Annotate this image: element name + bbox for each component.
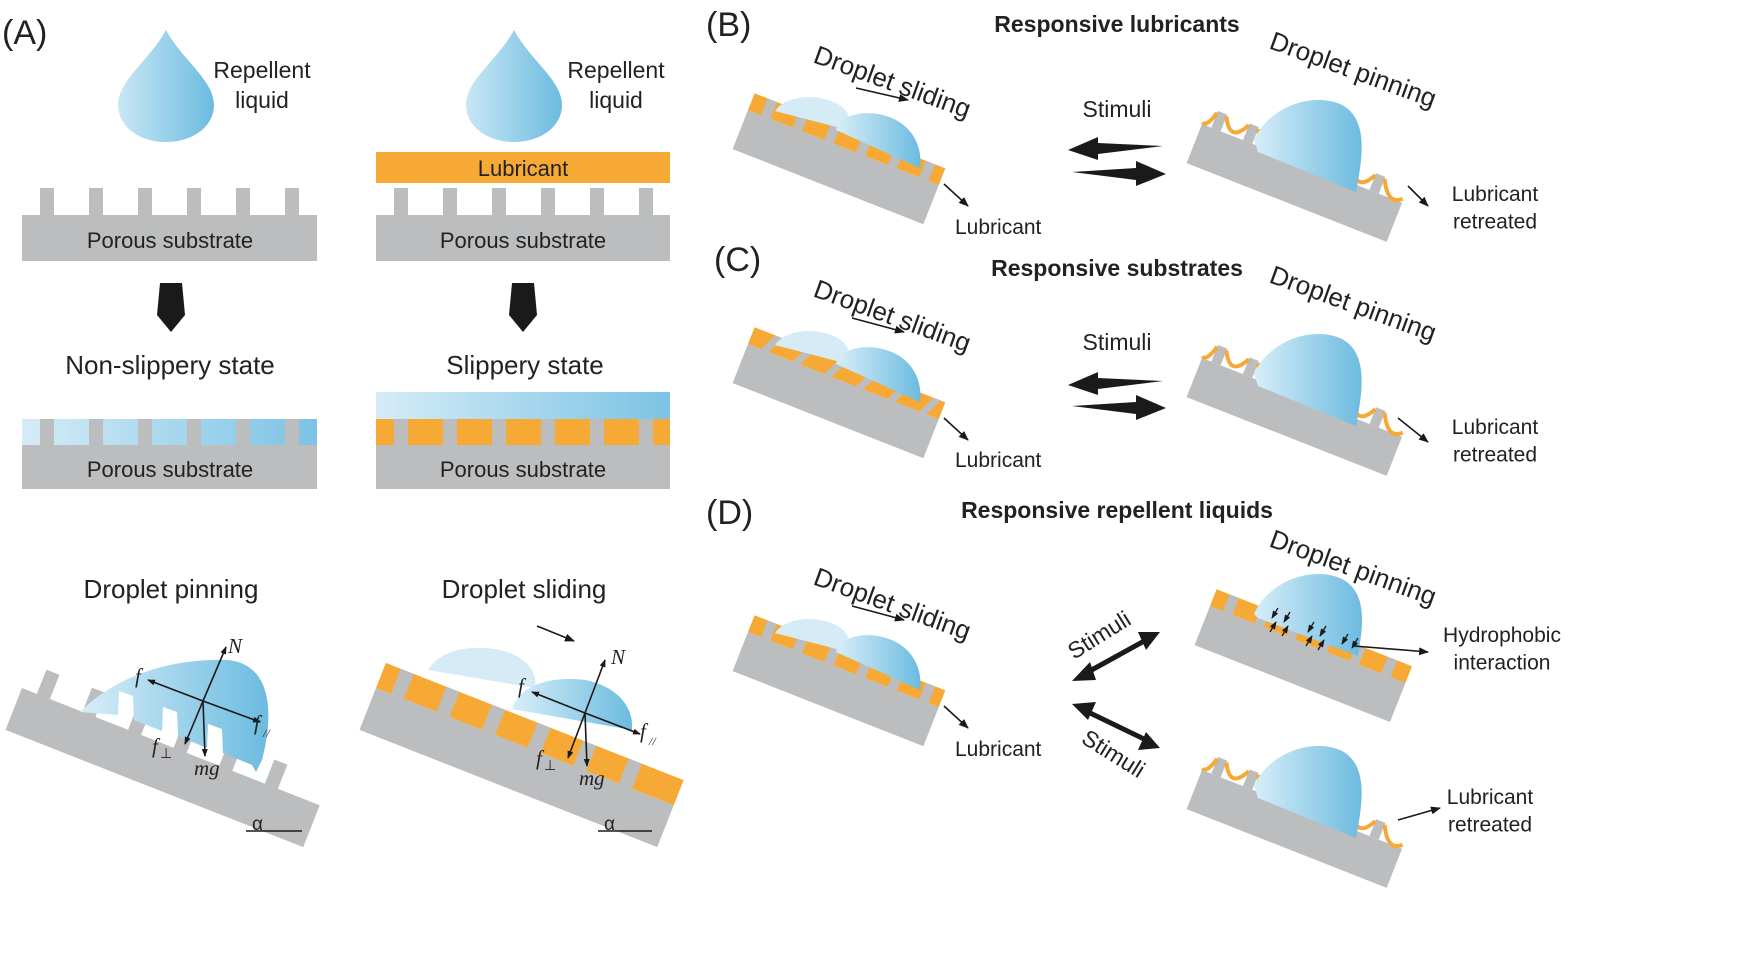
panel-b-stimuli-label: Stimuli (1082, 96, 1151, 122)
panel-b-arrow-left (1068, 137, 1163, 160)
panel-b-arrow-right (1072, 161, 1166, 186)
alpha-label-slide: α (604, 814, 615, 835)
panel-d-droplet (836, 635, 921, 690)
pinning-droplet (80, 659, 269, 772)
sliding-direction-arrow-a (536, 625, 575, 642)
panel-d-lubricant-pointer (943, 705, 969, 729)
panel-d-pinned-droplet (1254, 574, 1363, 656)
panel-c-lubricant-label: Lubricant (955, 449, 1042, 472)
panel-d-stimuli-bottom: Stimuli (1077, 724, 1149, 783)
panel-d-stimuli-top: Stimuli (1063, 606, 1135, 665)
repellent-droplet-left (118, 30, 214, 142)
down-arrow-right (509, 283, 537, 332)
panel-d-double-arrow-top (1072, 632, 1160, 681)
lubricant-layer (376, 152, 670, 183)
panel-c-arrow-right (1072, 395, 1166, 420)
panel-c-droplet (836, 347, 921, 402)
panel-c-lubricant-pointer (943, 417, 969, 441)
force-fpar-sub-slide: // (648, 734, 657, 748)
panel-b-lubricant-pointer (943, 183, 969, 207)
panel-b-slide-arrow (855, 87, 909, 102)
lubricant-layer-label: Lubricant (478, 156, 569, 181)
panel-b-droplet-ghost (775, 96, 850, 130)
sliding-droplet-ghost (428, 647, 536, 688)
panel-c-title: Responsive substrates (991, 255, 1243, 281)
force-N-slide: N (610, 645, 626, 669)
droplet-pinning-label-a: Droplet pinning (84, 574, 259, 604)
pinning-force-vectors (147, 646, 261, 757)
force-mg-pin: mg (194, 756, 220, 780)
panel-d: (D) Responsive repellent liquids Droplet… (706, 494, 1561, 888)
panel-b-label: (B) (706, 6, 751, 44)
panel-c: (C) Responsive substrates Droplet slidin… (714, 241, 1538, 476)
droplet-sliding-label-a: Droplet sliding (442, 574, 607, 604)
force-fpar-pin: f (254, 711, 263, 735)
panel-d-double-arrow-bottom (1072, 702, 1160, 750)
force-fpar-sub-pin: // (262, 726, 271, 740)
panel-a-label: (A) (2, 14, 47, 52)
panel-d-hydrophobic-arrows (1269, 607, 1359, 651)
panel-c-pinned-droplet (1254, 334, 1362, 426)
porous-substrate-label-2: Porous substrate (87, 457, 253, 482)
panel-b-pinned-droplet (1254, 100, 1362, 192)
panel-d-pinned-droplet-bottom (1254, 746, 1362, 838)
panel-d-label: (D) (706, 494, 753, 532)
porous-substrate-left (22, 188, 317, 261)
force-fperp-pin: f (152, 734, 161, 758)
force-fperp-slide: f (536, 746, 545, 770)
panel-c-slide-arrow (851, 317, 905, 334)
sliding-force-vectors (531, 659, 641, 767)
non-slippery-surface (22, 419, 317, 489)
force-N-pin: N (227, 634, 243, 658)
down-arrow-left (157, 283, 185, 332)
panel-d-droplet-ghost (775, 618, 850, 652)
panel-d-lubricant-label: Lubricant (955, 738, 1042, 761)
porous-substrate-right (376, 188, 670, 261)
panel-c-retreated-pointer (1397, 417, 1429, 443)
slippery-state-label: Slippery state (446, 350, 604, 380)
force-mg-slide: mg (579, 766, 605, 790)
porous-substrate-label-1: Porous substrate (87, 228, 253, 253)
force-f-slide: f (518, 674, 527, 698)
panel-d-title: Responsive repellent liquids (961, 497, 1273, 523)
panel-b-retreated-pointer (1407, 185, 1429, 207)
panel-d-hydrophobic-pointer (1353, 645, 1429, 656)
angle-alpha-slide: α (598, 814, 652, 835)
porous-substrate-label-4: Porous substrate (440, 457, 606, 482)
slippery-surface (376, 392, 670, 489)
panel-b-lubricant-label: Lubricant (955, 216, 1042, 239)
panel-c-arrow-left (1068, 372, 1163, 395)
panel-d-slide-arrow (851, 605, 905, 622)
panel-b-title: Responsive lubricants (994, 11, 1239, 37)
panel-c-stimuli-label: Stimuli (1082, 329, 1151, 355)
panel-d-retreated-pointer (1397, 806, 1441, 821)
force-fpar-slide: f (640, 719, 649, 743)
sliding-droplet (512, 679, 633, 730)
panel-c-droplet-pinning: Droplet pinning (1266, 259, 1441, 347)
force-fperp-sub-slide: ⊥ (544, 757, 556, 773)
non-slippery-state-label: Non-slippery state (65, 350, 275, 380)
porous-substrate-label-3: Porous substrate (440, 228, 606, 253)
panel-b: (B) Responsive lubricants Droplet slidin… (706, 6, 1538, 242)
repellent-droplet-right (466, 30, 562, 142)
force-f-pin: f (135, 664, 144, 688)
panel-c-label: (C) (714, 241, 761, 279)
panel-c-droplet-ghost (775, 330, 850, 364)
angle-alpha-pin: α (246, 814, 302, 835)
force-fperp-sub-pin: ⊥ (160, 745, 172, 761)
sliding-tilted-substrate (359, 647, 684, 848)
alpha-label-pin: α (252, 814, 263, 835)
panel-b-droplet-pinning: Droplet pinning (1266, 25, 1441, 113)
panel-b-droplet (836, 113, 921, 168)
